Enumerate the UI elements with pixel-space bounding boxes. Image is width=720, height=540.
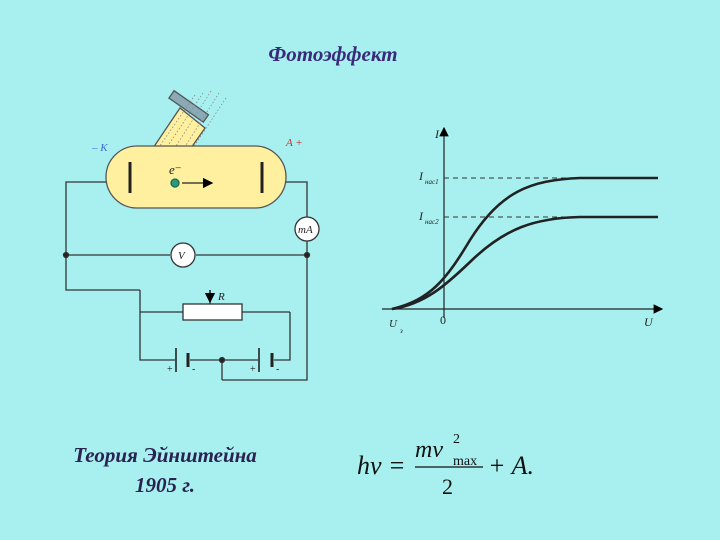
circuit	[62, 89, 320, 381]
formula-lhs: hν =	[357, 451, 406, 480]
voltmeter	[170, 242, 196, 268]
battery-right-minus: -	[276, 364, 279, 375]
iv-curve-1	[391, 176, 658, 311]
caption: Теория Эйнштейна 1905 г.	[55, 440, 275, 500]
rheostat-loop	[139, 290, 175, 361]
origin-label: 0	[440, 313, 446, 327]
formula-rhs: + A.	[488, 451, 534, 480]
i-max2-label: I	[418, 209, 424, 223]
slide-title: Фотоэффект	[268, 42, 398, 66]
cathode-label: – K	[91, 142, 108, 154]
iv-curve-2	[391, 215, 658, 311]
formula-sup: 2	[453, 432, 460, 447]
formula-numerator: mv	[415, 437, 443, 463]
i-max1-label: I	[418, 169, 424, 183]
caption-line-1: Теория Эйнштейна	[73, 443, 257, 467]
ammeter-label: mA	[298, 224, 313, 236]
iv-graph: I U 0 U з I нас1 I нас2	[382, 126, 664, 335]
battery-left-minus: -	[192, 364, 195, 375]
quartz-window	[168, 89, 210, 124]
anode-label: A +	[285, 137, 303, 149]
ammeter	[294, 216, 320, 242]
electron-label: e⁻	[169, 162, 182, 177]
electron-dot	[170, 178, 180, 188]
circuit-labels: – K A + e⁻ mA V R + - + -	[91, 137, 313, 375]
y-axis-label: I	[434, 127, 440, 141]
wire-right	[286, 181, 308, 217]
wire-right-lower	[222, 241, 308, 381]
resistor-label: R	[217, 291, 225, 303]
battery-left-plus: +	[167, 364, 173, 375]
stop-voltage-sub: з	[399, 327, 403, 335]
stop-voltage-label: U	[389, 318, 398, 330]
i-max1-sub: нас1	[425, 178, 439, 186]
x-axis-label: U	[644, 315, 654, 329]
resistor	[182, 303, 243, 321]
caption-line-2: 1905 г.	[135, 473, 195, 497]
einstein-formula: hν = mv 2 max 2 + A.	[357, 432, 534, 499]
formula-denominator: 2	[442, 474, 453, 499]
wire-left	[65, 181, 140, 291]
battery-right-plus: +	[250, 364, 256, 375]
voltmeter-label: V	[178, 250, 186, 262]
vacuum-tube	[105, 145, 287, 209]
formula-sub: max	[453, 454, 477, 469]
i-max2-sub: нас2	[425, 218, 439, 226]
